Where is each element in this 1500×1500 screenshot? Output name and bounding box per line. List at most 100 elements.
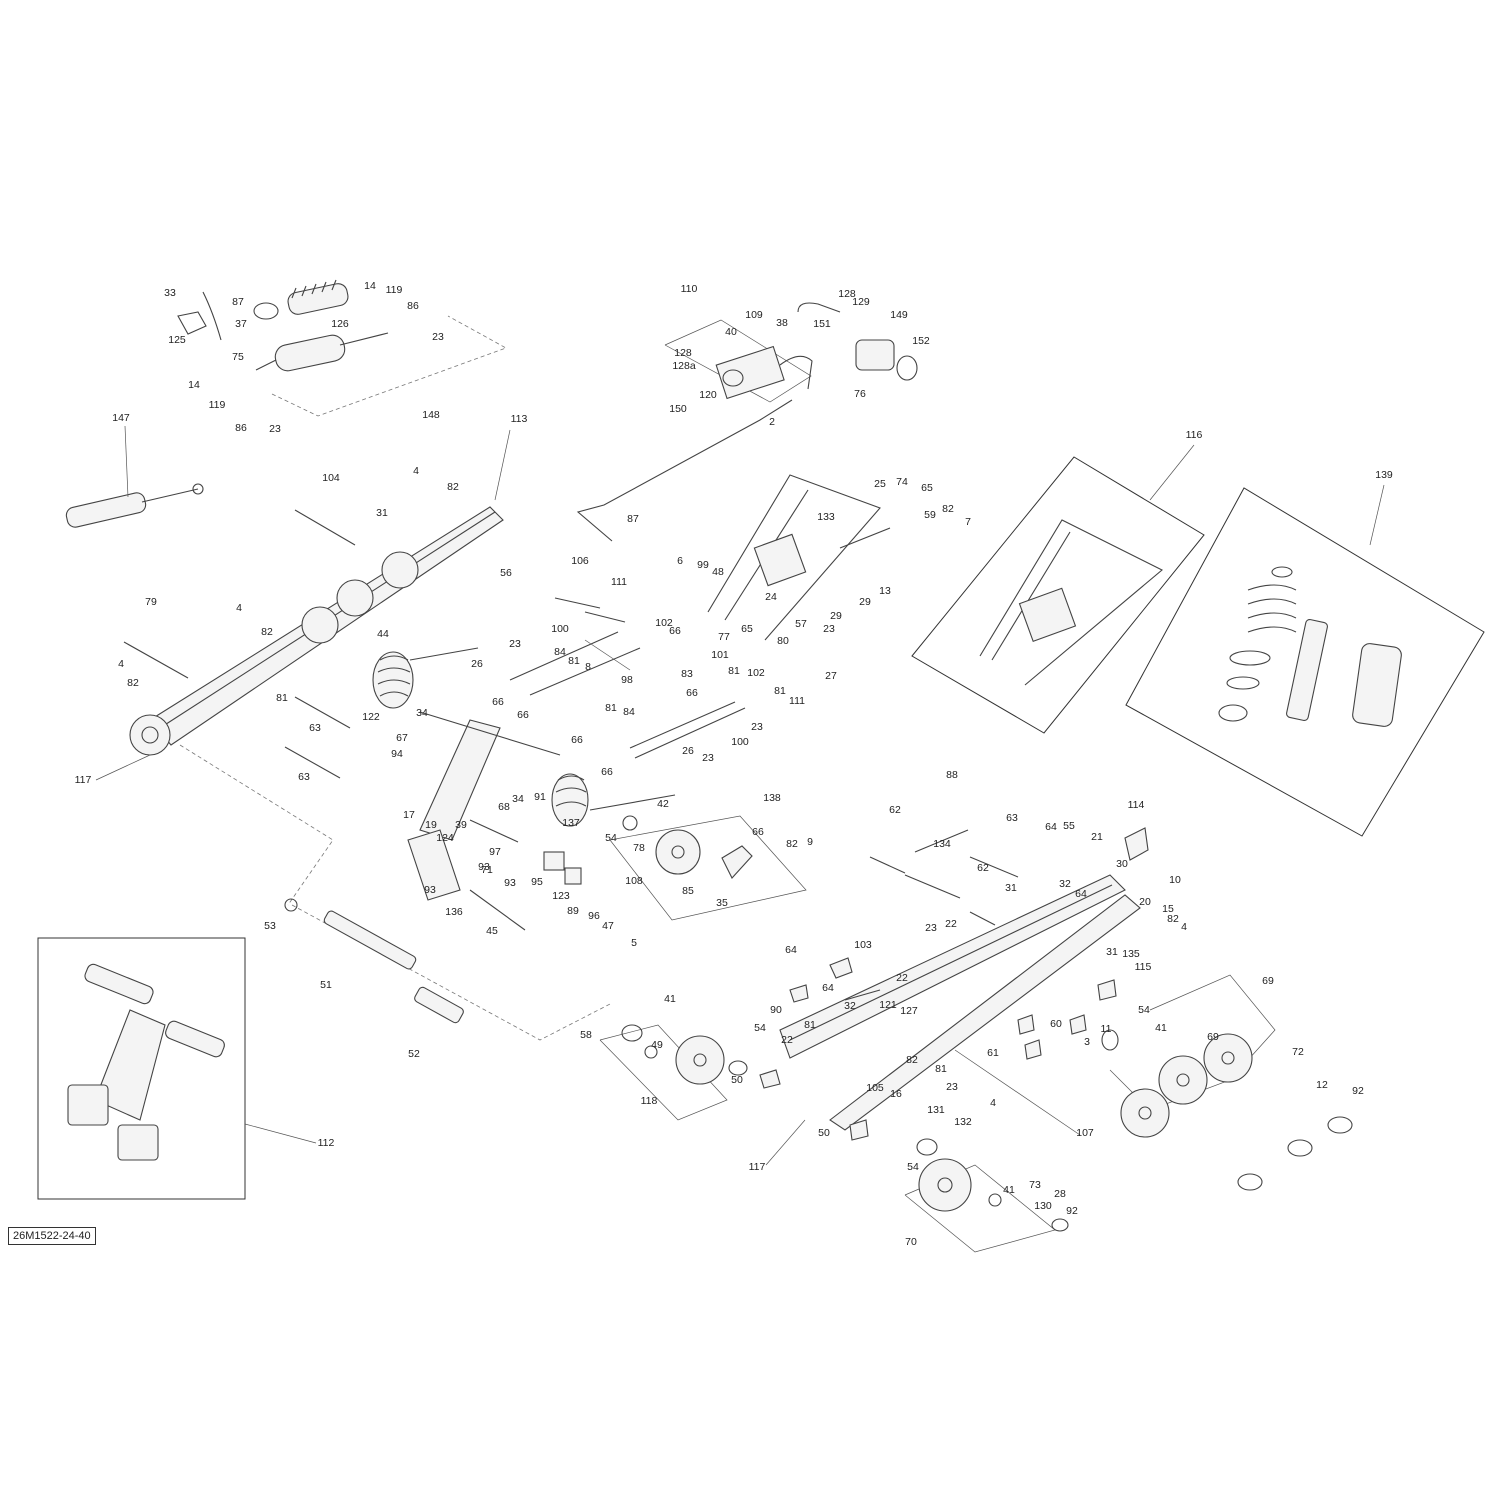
boot-shock-assembly [177,279,389,372]
callout-121: 121 [879,999,897,1011]
callout-64: 64 [1075,888,1087,900]
callout-138: 138 [763,792,781,804]
callout-54: 54 [605,832,617,844]
callout-124: 124 [436,832,454,844]
callout-84: 84 [623,706,635,718]
callout-23: 23 [432,331,444,343]
callout-65: 65 [921,482,933,494]
callout-148: 148 [422,409,440,421]
callout-116: 116 [1186,429,1203,441]
callout-82: 82 [786,838,798,850]
slider-parts [759,957,1117,1141]
callout-104: 104 [322,472,340,484]
callout-66: 66 [686,687,698,699]
callout-59: 59 [924,509,936,521]
callout-82: 82 [261,626,273,638]
callout-50: 50 [818,1127,830,1139]
callout-14: 14 [188,379,200,391]
callout-32: 32 [844,1000,856,1012]
callout-31: 31 [376,507,388,519]
callout-87: 87 [627,513,639,525]
callout-61: 61 [987,1047,999,1059]
callout-108: 108 [625,875,643,887]
callout-113: 113 [511,413,528,425]
callout-69: 69 [1262,975,1274,987]
callout-64: 64 [822,982,834,994]
callout-119: 119 [209,399,226,411]
callout-54: 54 [754,1022,766,1034]
callout-86: 86 [407,300,419,312]
callout-98: 98 [621,674,633,686]
callout-79: 79 [145,596,157,608]
callout-134: 134 [933,838,951,850]
callout-48: 48 [712,566,724,578]
callout-16: 16 [890,1088,902,1100]
callout-11: 11 [1101,1023,1112,1035]
callout-63: 63 [298,771,310,783]
callout-123: 123 [552,890,570,902]
callout-105: 105 [866,1082,884,1094]
callout-55: 55 [1063,820,1075,832]
callout-106: 106 [571,555,589,567]
callout-23: 23 [925,922,937,934]
callout-69: 69 [1207,1031,1219,1043]
callout-29: 29 [859,596,871,608]
callout-97: 97 [489,846,501,858]
callout-111: 111 [611,576,627,588]
callout-82: 82 [906,1054,918,1066]
callout-77: 77 [718,631,730,643]
callout-23: 23 [702,752,714,764]
callout-150: 150 [669,403,687,415]
callout-114: 114 [1128,799,1145,811]
air-shock-147 [65,425,204,528]
callout-100: 100 [731,736,749,748]
callout-87: 87 [232,296,244,308]
rod-63c [969,856,1019,878]
callout-149: 149 [890,309,908,321]
callout-127: 127 [900,1005,918,1017]
callout-33: 33 [164,287,176,299]
callout-30: 30 [1116,858,1128,870]
callout-12: 12 [1316,1079,1328,1091]
callout-23: 23 [751,721,763,733]
callout-126: 126 [331,318,349,330]
callout-112: 112 [318,1137,335,1149]
callout-130: 130 [1034,1200,1052,1212]
callout-45: 45 [486,925,498,937]
callout-132: 132 [954,1116,972,1128]
callout-111: 111 [789,695,805,707]
callout-102: 102 [655,617,673,629]
callout-93: 93 [504,877,516,889]
callout-39: 39 [455,819,467,831]
callout-93: 93 [424,884,436,896]
callout-22: 22 [896,972,908,984]
callout-25: 25 [874,478,886,490]
callout-74: 74 [896,476,908,488]
callout-88: 88 [946,769,958,781]
rear-arm-133 [707,474,891,641]
rod-62a [869,856,906,874]
drawing-reference-code: 26M1522-24-40 [8,1227,96,1245]
callout-56: 56 [500,567,512,579]
rear-arm-116 [979,519,1163,686]
callout-4: 4 [1181,921,1187,933]
callout-131: 131 [927,1104,945,1116]
group-frame-116 [911,456,1205,734]
pivot-block-group [407,819,582,931]
callout-44: 44 [377,628,389,640]
callout-118: 118 [641,1095,658,1107]
callout-14: 14 [364,280,376,292]
callout-81: 81 [728,665,740,677]
callout-81: 81 [774,685,786,697]
callout-22: 22 [945,918,957,930]
callout-92: 92 [1352,1085,1364,1097]
callout-91: 91 [534,791,546,803]
callout-135: 135 [1122,948,1140,960]
callout-4: 4 [413,465,419,477]
callout-109: 109 [745,309,763,321]
callout-7: 7 [965,516,971,528]
callout-115: 115 [1135,961,1152,973]
callout-99: 99 [697,559,709,571]
callout-94: 94 [391,748,403,760]
callout-63: 63 [1006,812,1018,824]
